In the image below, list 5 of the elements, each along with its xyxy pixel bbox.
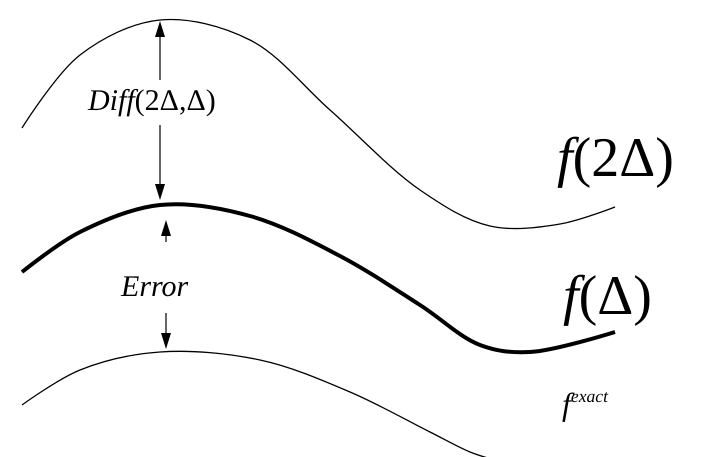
math-label: f$^{exact}$: [562, 388, 608, 420]
math-label: f(2Δ): [557, 130, 674, 186]
math-label: f(Δ): [563, 268, 652, 324]
math-label: Diff(2Δ,Δ): [88, 86, 216, 116]
math-label: Error: [121, 272, 188, 302]
